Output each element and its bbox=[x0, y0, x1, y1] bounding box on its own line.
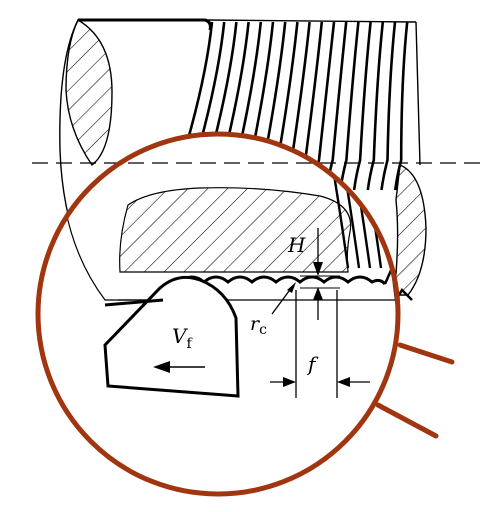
thread-line bbox=[366, 21, 385, 191]
label-residual-height: H bbox=[287, 233, 306, 257]
magnifier-ring bbox=[35, 131, 401, 497]
thread-line bbox=[380, 21, 397, 191]
magnifier-handle bbox=[375, 342, 455, 439]
height-dimension bbox=[300, 228, 340, 320]
machined-surface-profile bbox=[179, 275, 387, 286]
thread-line bbox=[352, 21, 372, 191]
left-section-hatch bbox=[65, 19, 113, 166]
workpiece-body bbox=[59, 18, 427, 301]
feed-velocity-arrow bbox=[153, 361, 205, 373]
feed-dimension bbox=[270, 290, 370, 398]
right-section-hatch bbox=[393, 163, 427, 296]
label-feed-velocity: Vf bbox=[172, 324, 193, 352]
thread-line bbox=[393, 21, 409, 191]
label-nose-radius: rc bbox=[250, 313, 267, 338]
thread-line bbox=[339, 21, 360, 191]
nose-radius-leader bbox=[271, 282, 296, 315]
magnified-view bbox=[38, 134, 398, 494]
workpiece-section-hatch bbox=[119, 187, 352, 273]
thread-line bbox=[325, 21, 348, 191]
